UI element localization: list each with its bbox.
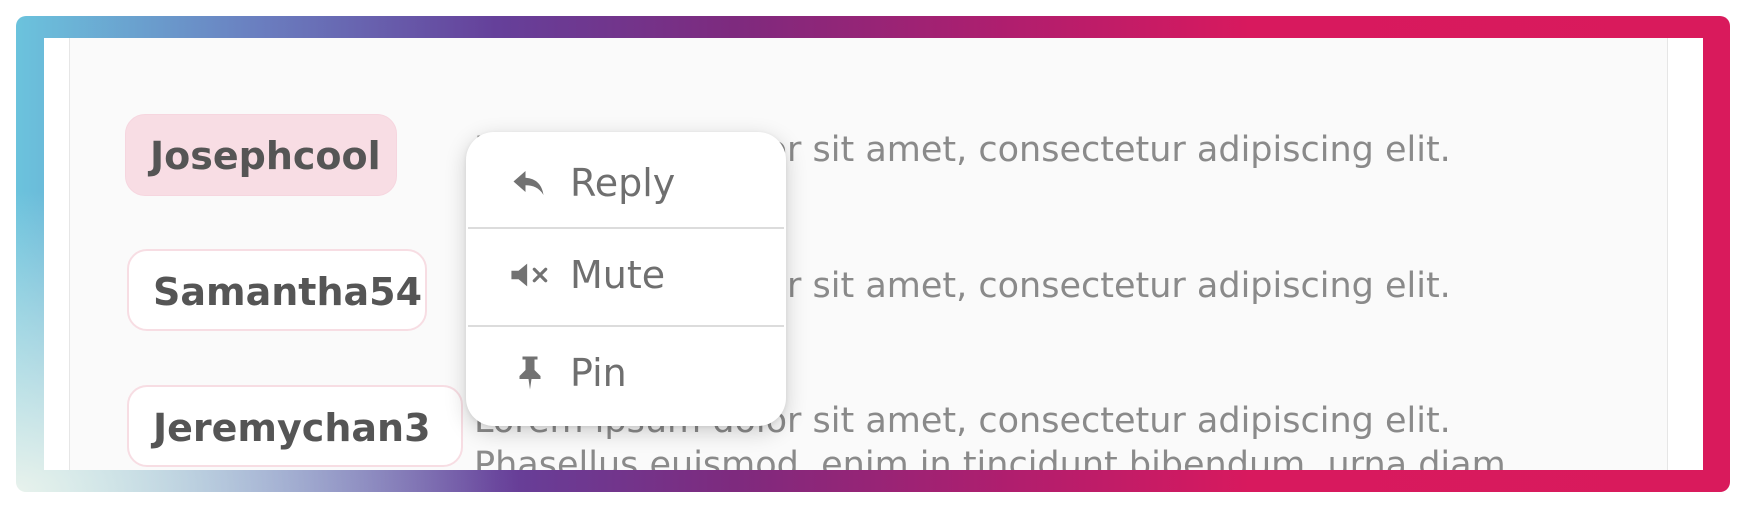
menu-item-mute[interactable]: Mute bbox=[466, 230, 786, 320]
pin-icon bbox=[510, 353, 550, 393]
username-chip[interactable]: Jeremychan3 bbox=[127, 385, 463, 467]
reply-icon bbox=[510, 163, 550, 203]
menu-item-label: Pin bbox=[570, 351, 627, 395]
username-label: Jeremychan3 bbox=[153, 406, 431, 450]
context-menu: Reply Mute Pin bbox=[466, 132, 786, 426]
chat-window: Josephcool Lorem ipsum dolor sit amet, c… bbox=[44, 38, 1703, 470]
menu-divider bbox=[468, 325, 784, 327]
menu-divider bbox=[468, 227, 784, 229]
username-label: Josephcool bbox=[150, 134, 381, 178]
menu-item-reply[interactable]: Reply bbox=[466, 138, 786, 228]
menu-item-label: Mute bbox=[570, 253, 666, 297]
username-label: Samantha54 bbox=[153, 270, 423, 314]
message-line: Phasellus euismod, enim in tincidunt bib… bbox=[474, 445, 1506, 470]
username-chip[interactable]: Samantha54 bbox=[127, 249, 427, 331]
mute-icon bbox=[510, 255, 550, 295]
menu-item-pin[interactable]: Pin bbox=[466, 328, 786, 418]
username-chip[interactable]: Josephcool bbox=[125, 114, 397, 196]
message-list: Josephcool Lorem ipsum dolor sit amet, c… bbox=[69, 38, 1668, 470]
menu-item-label: Reply bbox=[570, 161, 676, 205]
